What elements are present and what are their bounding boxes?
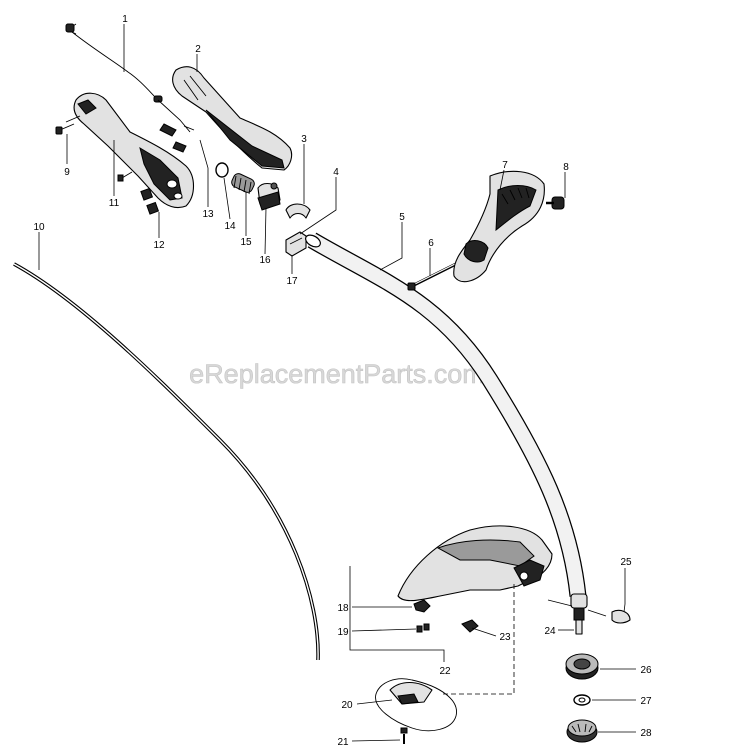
- handle-lower-half: [73, 92, 195, 209]
- callout-6: 6: [428, 238, 434, 249]
- flex-shaft: [13, 262, 320, 661]
- clamp-half: [285, 203, 311, 219]
- callout-21: 21: [337, 737, 349, 748]
- assist-handle: [453, 170, 545, 283]
- callout-5: 5: [399, 212, 405, 223]
- callout-28: 28: [640, 728, 652, 739]
- head-clip: [611, 609, 631, 624]
- o-ring: [215, 162, 229, 178]
- callout-17: 17: [286, 276, 298, 287]
- callout-13: 13: [202, 209, 214, 220]
- callout-4: 4: [333, 167, 339, 178]
- trimmer-spool: [565, 653, 599, 680]
- clamp-body: [257, 182, 281, 211]
- throttle-cable: [65, 23, 195, 133]
- watermark-text: eReplacementParts.com: [189, 359, 485, 389]
- knob-screw: [546, 196, 565, 210]
- leader-lines: [38, 24, 636, 742]
- callout-23: 23: [499, 632, 511, 643]
- callout-16: 16: [259, 255, 271, 266]
- callout-26: 26: [640, 665, 652, 676]
- bump-knob: [566, 719, 598, 743]
- callout-11: 11: [109, 198, 120, 209]
- callout-19: 19: [337, 627, 349, 638]
- callout-12: 12: [153, 240, 165, 251]
- washer: [573, 694, 591, 706]
- drive-tube: [305, 232, 587, 597]
- callout-7: 7: [502, 160, 508, 171]
- callout-18: 18: [337, 603, 349, 614]
- callout-22: 22: [439, 666, 451, 677]
- handle-screw: [55, 115, 133, 182]
- callout-3: 3: [301, 134, 307, 145]
- callout-15: 15: [240, 237, 252, 248]
- handle-upper-half: [172, 66, 293, 171]
- callout-10: 10: [33, 222, 45, 233]
- bracket: [285, 231, 307, 257]
- callout-labels: 1 2 3 4 5 6 7 8 9 10 11 12 13 14 15 16 1…: [33, 14, 652, 748]
- cover-screw: [400, 727, 408, 744]
- callout-8: 8: [563, 162, 569, 173]
- trimmer-guard: [397, 525, 553, 602]
- callout-20: 20: [341, 700, 353, 711]
- callout-24: 24: [544, 626, 556, 637]
- trigger-parts: [159, 123, 187, 153]
- callout-27: 27: [640, 696, 652, 707]
- spring: [231, 173, 255, 195]
- line-cutter-cover: [375, 678, 457, 732]
- guard-screws: [416, 623, 430, 633]
- handle-bolt: [407, 260, 461, 291]
- guard-bracket: [461, 619, 479, 633]
- callout-14: 14: [224, 221, 236, 232]
- handle-nuts: [140, 187, 160, 215]
- callout-25: 25: [620, 557, 632, 568]
- callout-2: 2: [195, 44, 201, 55]
- callout-1: 1: [122, 14, 128, 25]
- gear-head: [547, 593, 607, 635]
- callout-9: 9: [64, 167, 70, 178]
- guard-clip: [413, 599, 431, 613]
